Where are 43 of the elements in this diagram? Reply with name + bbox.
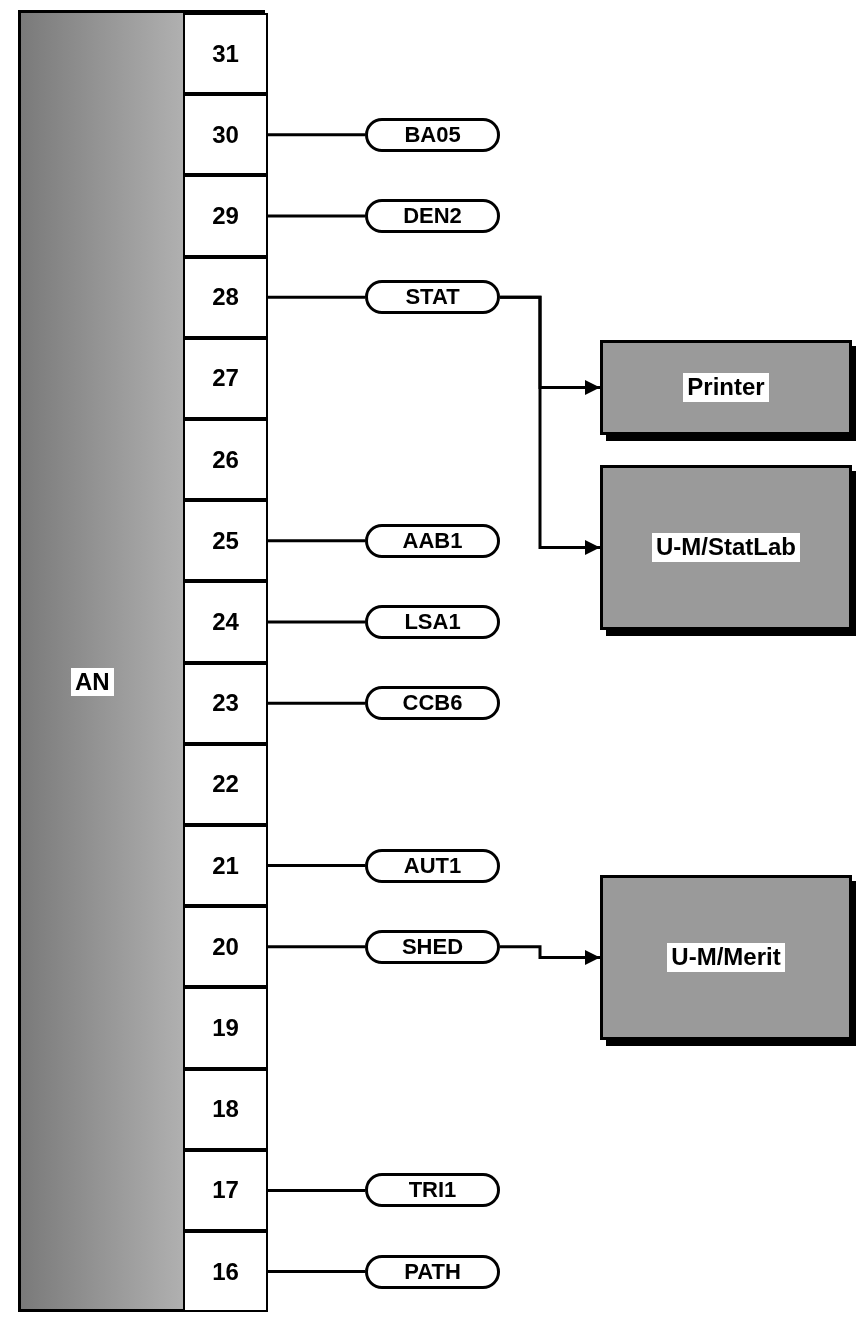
device-pill: DEN2 [365, 199, 500, 233]
port-box: 25 [183, 500, 268, 582]
port-box: 18 [183, 1068, 268, 1150]
connector-line [268, 214, 365, 218]
host-label: Printer [683, 373, 769, 402]
device-pill: TRI1 [365, 1173, 500, 1208]
device-pill: AAB1 [365, 523, 500, 558]
port-box: 21 [183, 825, 268, 907]
port-box: 17 [183, 1149, 268, 1231]
port-box: 29 [183, 175, 268, 257]
port-box: 26 [183, 419, 268, 501]
arrow [500, 295, 600, 555]
bus-band [18, 10, 265, 1312]
arrow [500, 945, 600, 965]
connector-line [268, 539, 365, 543]
host-label: U-M/Merit [667, 943, 785, 972]
port-box: 28 [183, 256, 268, 338]
port-box: 22 [183, 743, 268, 825]
device-pill: BA05 [365, 117, 500, 152]
connector-line [268, 945, 365, 949]
connector-line [268, 295, 365, 299]
port-box: 19 [183, 987, 268, 1069]
device-pill: PATH [365, 1254, 500, 1289]
device-pill: STAT [365, 280, 500, 315]
connector-line [268, 620, 365, 624]
port-box: 23 [183, 662, 268, 744]
port-box: 16 [183, 1231, 268, 1313]
connector-line [268, 133, 365, 137]
connector-line [268, 701, 365, 705]
host-label: U-M/StatLab [652, 533, 800, 562]
connector-line [268, 1270, 365, 1274]
bus-label: AN [71, 668, 114, 697]
connector-line [268, 864, 365, 868]
port-box: 20 [183, 906, 268, 988]
port-box: 30 [183, 94, 268, 176]
port-box: 31 [183, 13, 268, 95]
port-box: 24 [183, 581, 268, 663]
device-pill: CCB6 [365, 686, 500, 721]
device-pill: AUT1 [365, 848, 500, 883]
port-box: 27 [183, 337, 268, 419]
device-pill: LSA1 [365, 605, 500, 639]
device-pill: SHED [365, 929, 500, 964]
connector-line [268, 1188, 365, 1192]
